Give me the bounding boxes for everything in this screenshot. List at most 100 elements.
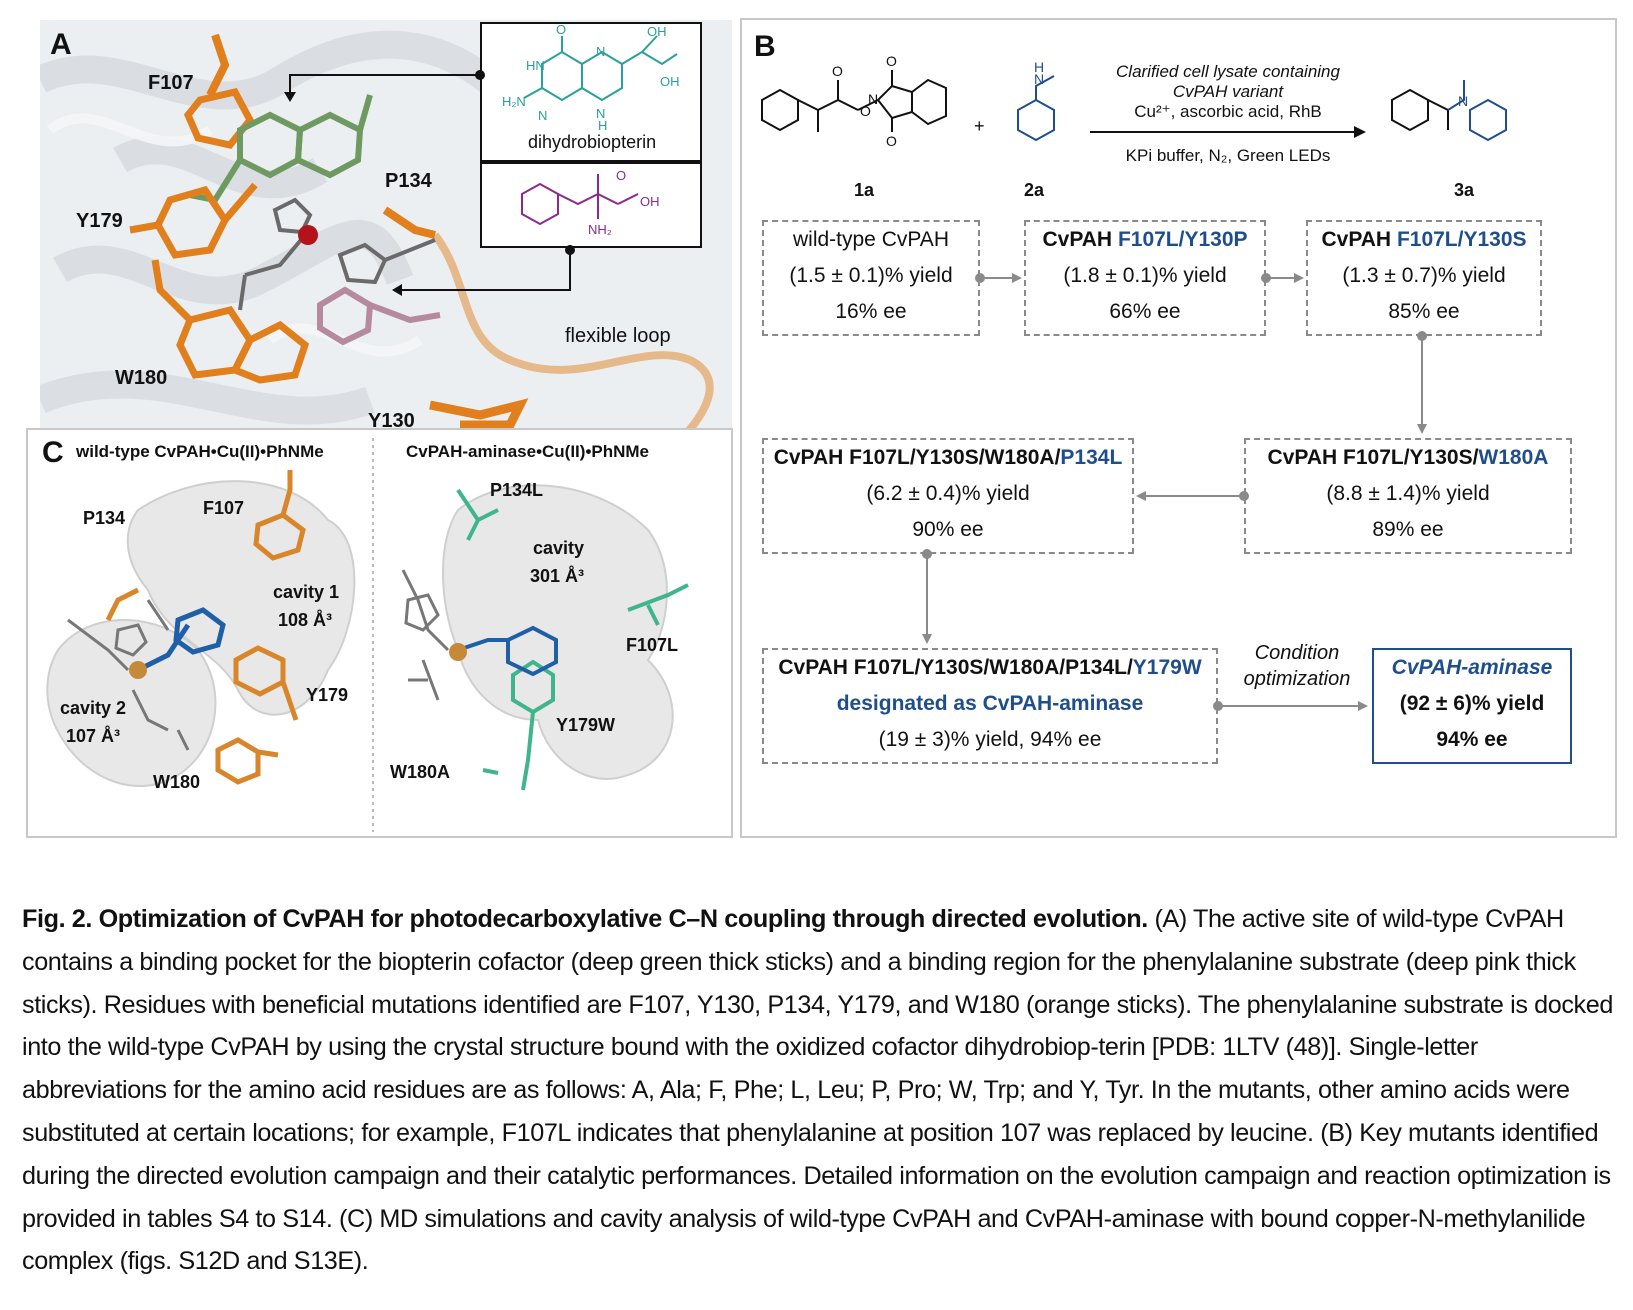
svg-text:H: H <box>1034 59 1044 75</box>
residue-label-w180: W180 <box>115 367 168 389</box>
variant-yield: (19 ± 3)% yield, 94% ee <box>878 728 1102 751</box>
variant-mutation: F107L/Y130P <box>1117 228 1248 251</box>
variant-yield: (1.3 ± 0.7)% yield <box>1342 264 1506 287</box>
variant-prefix: CvPAH F107L/Y130S/W180A/ <box>773 446 1061 469</box>
cavity-images <box>46 438 689 832</box>
left-label-cavity1: cavity 1 <box>273 582 340 602</box>
variant-ee: 89% ee <box>1372 518 1444 541</box>
right-label-f107l: F107L <box>626 635 679 655</box>
svg-text:O: O <box>556 24 566 37</box>
variant-yield: (1.5 ± 0.1)% yield <box>789 264 953 287</box>
left-label-w180: W180 <box>153 772 201 792</box>
left-title: wild-type CvPAH•Cu(II)•PhNMe <box>76 442 324 461</box>
svg-text:OH: OH <box>647 24 667 39</box>
caption-text: (A) The active site of wild-type CvPAH c… <box>22 905 1613 1276</box>
variant-name: wild-type CvPAH <box>793 228 949 251</box>
flexible-loop-label: flexible loop <box>565 325 671 347</box>
svg-text:O: O <box>860 103 871 119</box>
compound-2a-label: 2a <box>1024 180 1045 200</box>
variant-box-w180a: CvPAH F107L/Y130S/W180A (8.8 ± 1.4)% yie… <box>1244 438 1572 554</box>
svg-text:N: N <box>596 106 605 121</box>
compound-1a-label: 1a <box>854 180 875 200</box>
svg-text:H: H <box>598 118 607 133</box>
svg-text:NH₂: NH₂ <box>588 222 612 237</box>
variant-mutation: Y179W <box>1132 656 1202 679</box>
svg-text:N: N <box>596 44 605 59</box>
variant-prefix: CvPAH <box>1042 228 1113 251</box>
phenylalanine-box: O OH NH₂ <box>480 162 702 248</box>
panel-a: A F107 Y179 P134 W180 Y130 flexible loop… <box>40 20 732 440</box>
residue-label-f107: F107 <box>148 72 194 94</box>
compound-3a-label: 3a <box>1454 180 1475 200</box>
svg-text:O: O <box>832 63 843 79</box>
metal-ion <box>298 225 318 245</box>
caption-fig-number: Fig. 2. <box>22 905 92 933</box>
residue-label-y179: Y179 <box>76 210 123 232</box>
variant-designation: designated as CvPAH-aminase <box>836 692 1144 715</box>
caption-title: Optimization of CvPAH for photodecarboxy… <box>98 905 1149 933</box>
svg-text:N: N <box>868 91 878 107</box>
flexible-loop-ribbon <box>431 232 714 440</box>
figure-caption: Fig. 2. Optimization of CvPAH for photod… <box>22 898 1617 1283</box>
protein-structure-image <box>40 27 714 440</box>
variant-ee: 16% ee <box>835 300 907 323</box>
left-label-cavity1-volume: 108 Å³ <box>278 610 333 630</box>
panel-a-letter: A <box>50 28 72 61</box>
variant-mutation: F107L/Y130S <box>1396 228 1527 251</box>
panel-c-letter: C <box>42 436 64 469</box>
right-label-p134l: P134L <box>490 480 544 500</box>
panel-b-letter: B <box>754 30 776 63</box>
variant-prefix: CvPAH F107L/Y130S/ <box>1267 446 1479 469</box>
connector-arrows <box>284 70 575 296</box>
svg-text:O: O <box>886 133 897 149</box>
right-label-w180a: W180A <box>390 762 451 782</box>
variant-yield: (6.2 ± 0.4)% yield <box>866 482 1030 505</box>
condition-optimization-label-1: Condition <box>1254 642 1340 664</box>
svg-text:O: O <box>616 168 626 183</box>
left-label-f107: F107 <box>203 498 245 518</box>
variant-ee: 66% ee <box>1109 300 1181 323</box>
right-title: CvPAH-aminase•Cu(II)•PhNMe <box>406 442 650 461</box>
variant-box-p134l: CvPAH F107L/Y130S/W180A/P134L (6.2 ± 0.4… <box>762 438 1134 554</box>
variant-yield: (1.8 ± 0.1)% yield <box>1063 264 1227 287</box>
dihydrobiopterin-structure: O HN H₂N N N N H OH OH <box>502 22 680 133</box>
residue-label-y130: Y130 <box>368 410 415 432</box>
dihydrobiopterin-box: O HN H₂N N N N H OH OH dihydrobiopterin <box>480 22 702 162</box>
variant-box-wild-type: wild-type CvPAH (1.5 ± 0.1)% yield 16% e… <box>762 220 980 336</box>
variant-prefix: CvPAH <box>1321 228 1392 251</box>
variant-box-y179w: CvPAH F107L/Y130S/W180A/P134L/Y179W desi… <box>762 648 1218 764</box>
condition-line-1: Clarified cell lysate containing <box>1116 62 1340 81</box>
variant-prefix: CvPAH F107L/Y130S/W180A/P134L/ <box>778 656 1133 679</box>
plus-sign: + <box>974 116 985 136</box>
condition-line-2: CvPAH variant <box>1172 82 1284 101</box>
svg-text:N: N <box>1034 71 1044 87</box>
right-label-y179w: Y179W <box>556 715 616 735</box>
dihydrobiopterin-label: dihydrobiopterin <box>528 132 657 152</box>
phenylalanine-structure: O OH NH₂ <box>521 168 660 237</box>
variant-box-f107l-y130s: CvPAH F107L/Y130S (1.3 ± 0.7)% yield 85%… <box>1306 220 1542 336</box>
residue-label-p134: P134 <box>385 170 432 192</box>
svg-text:O: O <box>886 53 897 69</box>
svg-text:OH: OH <box>640 194 660 209</box>
variant-mutation: W180A <box>1478 446 1549 469</box>
svg-text:N: N <box>1458 93 1468 109</box>
right-label-cavity: cavity <box>533 538 585 558</box>
variant-ee: 94% ee <box>1436 728 1508 751</box>
variant-box-aminase: CvPAH-aminase (92 ± 6)% yield 94% ee <box>1372 648 1572 764</box>
left-label-cavity2-volume: 107 Å³ <box>66 726 121 746</box>
variant-mutation: P134L <box>1060 446 1123 469</box>
variant-ee: 85% ee <box>1388 300 1460 323</box>
panel-b: B O O N O O N H <box>740 18 1617 838</box>
reaction-scheme: O O N O O N H N <box>761 53 1507 149</box>
left-label-p134: P134 <box>83 508 126 528</box>
svg-text:HN: HN <box>526 58 545 73</box>
left-label-cavity2: cavity 2 <box>60 698 127 718</box>
left-label-y179: Y179 <box>306 685 349 705</box>
svg-text:H₂N: H₂N <box>502 94 526 109</box>
variant-yield: (92 ± 6)% yield <box>1399 692 1545 715</box>
variant-yield: (8.8 ± 1.4)% yield <box>1326 482 1490 505</box>
condition-line-3: Cu²⁺, ascorbic acid, RhB <box>1134 102 1322 121</box>
variant-ee: 90% ee <box>912 518 984 541</box>
variant-name: CvPAH-aminase <box>1391 656 1553 679</box>
svg-text:N: N <box>538 108 547 123</box>
